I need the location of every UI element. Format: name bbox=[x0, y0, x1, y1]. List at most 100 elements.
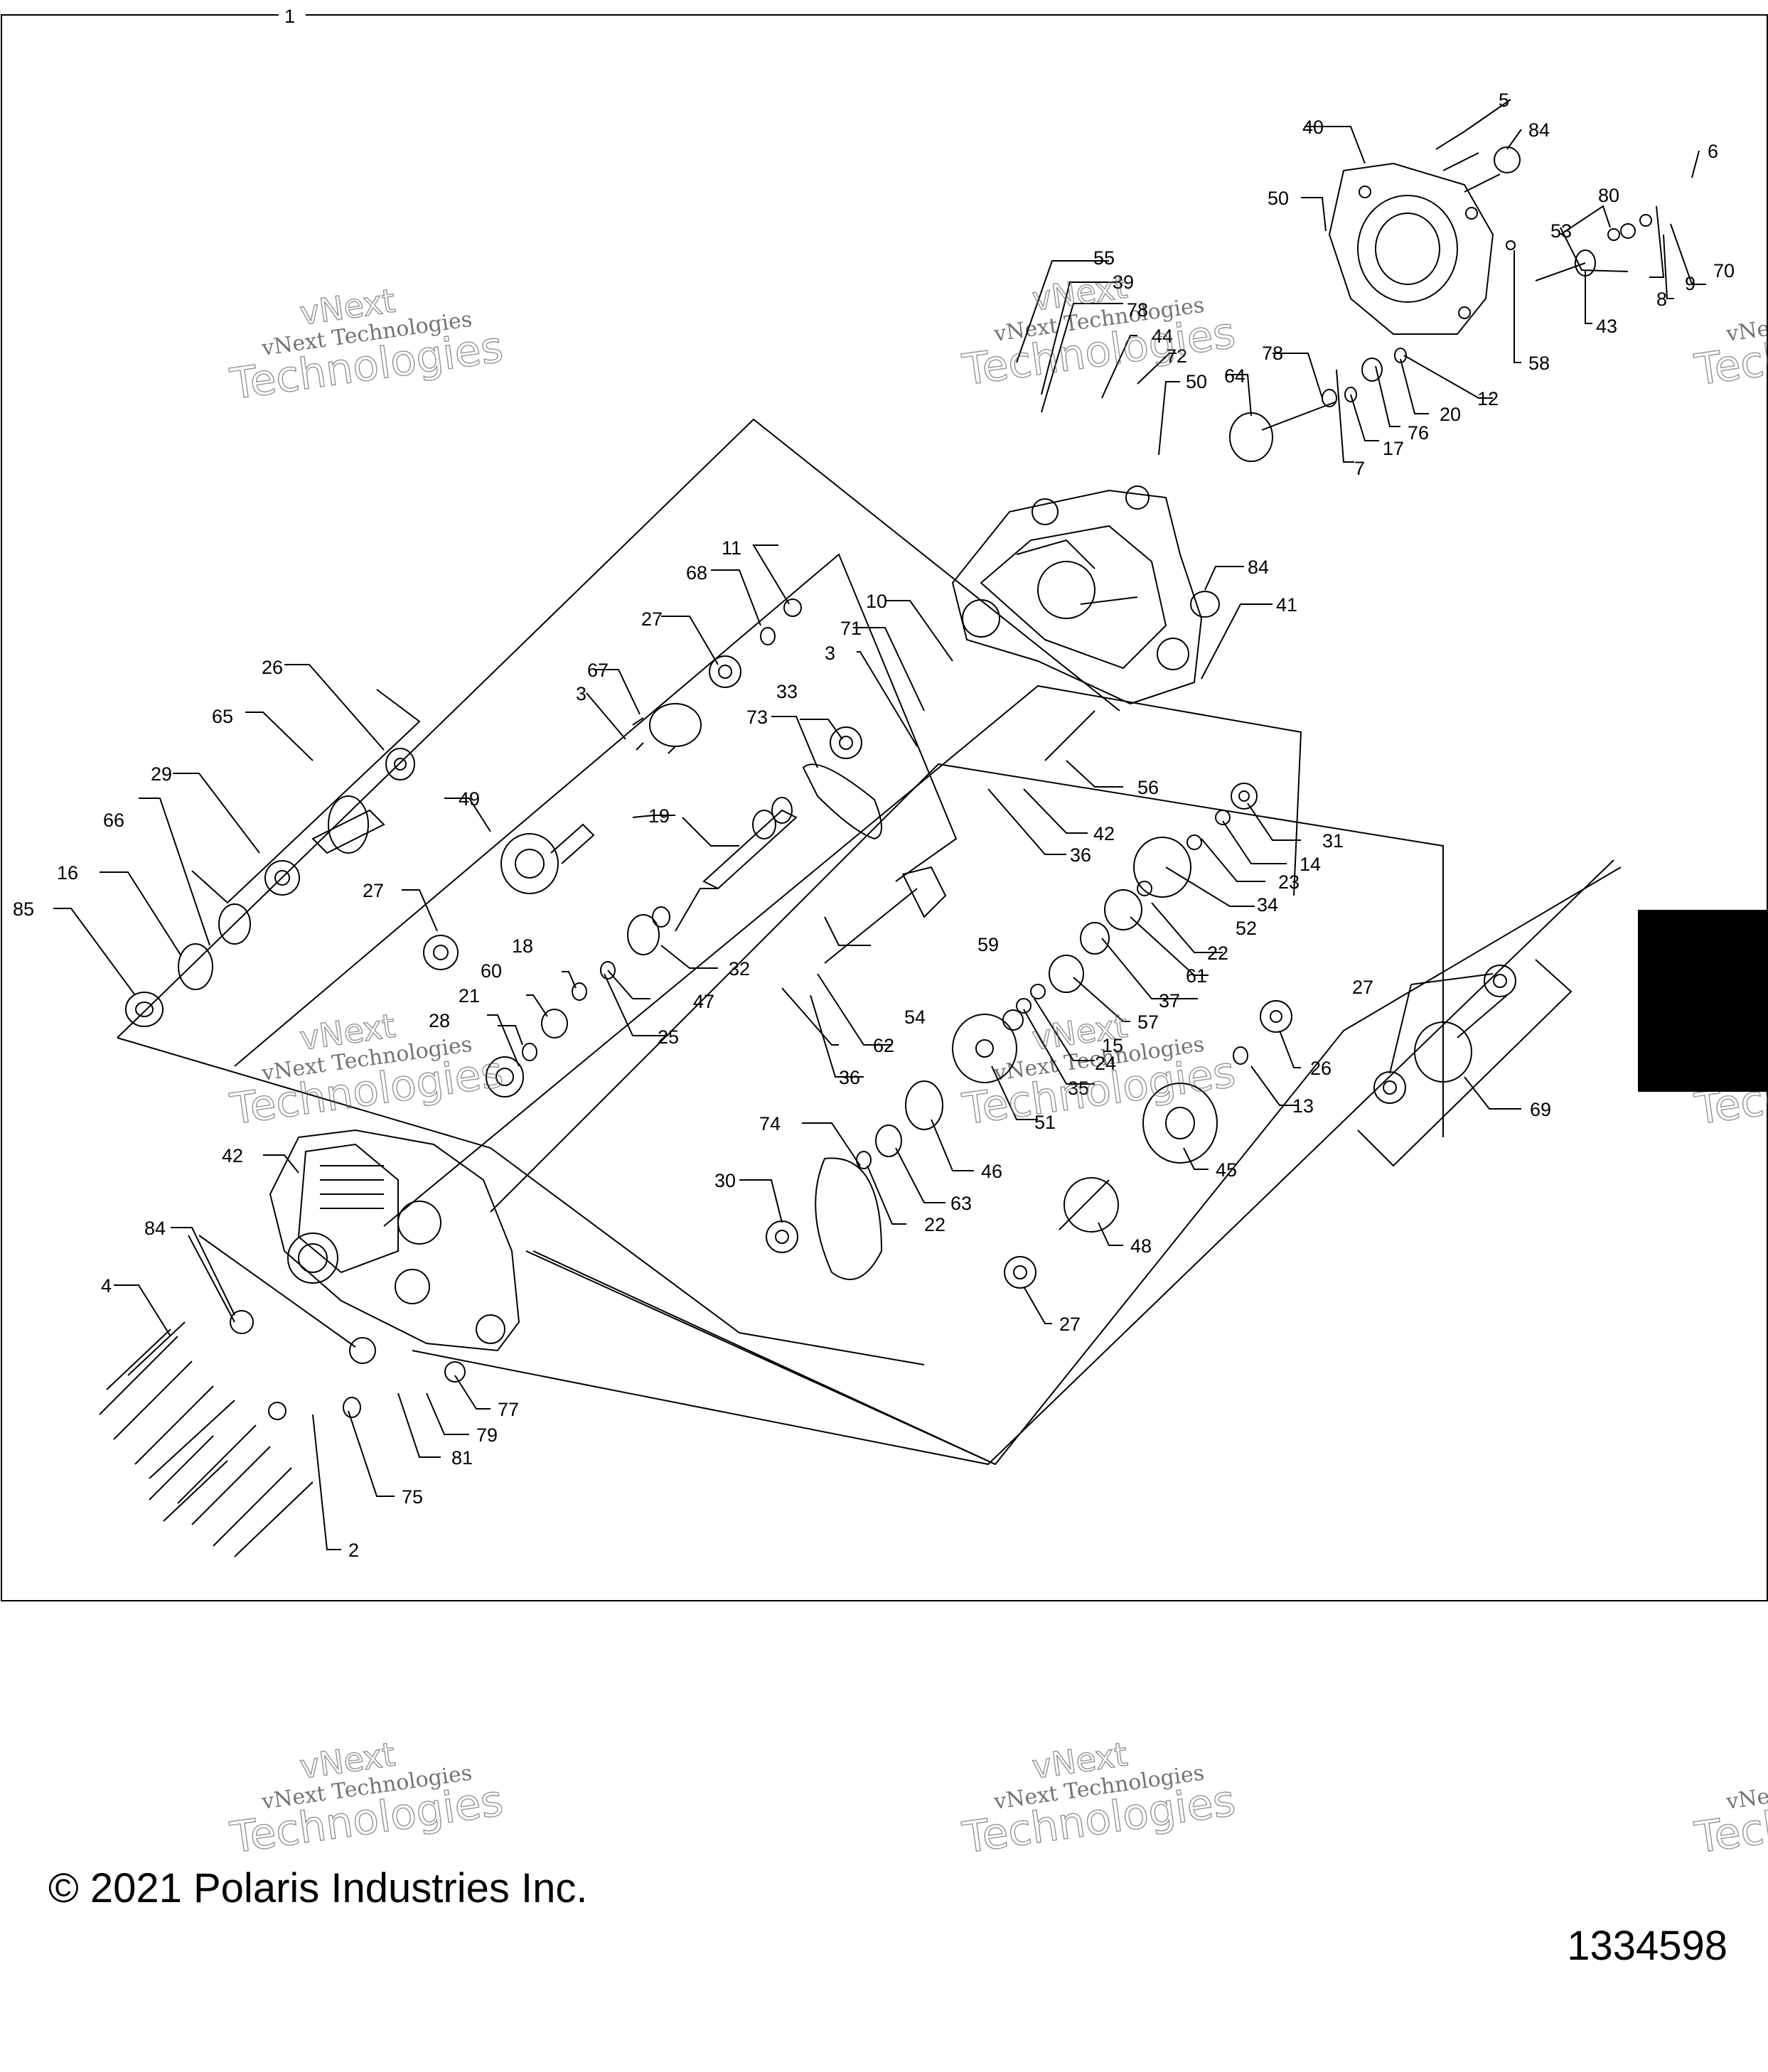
cluster-70-bracket bbox=[1357, 959, 1573, 1167]
callout-26-a: 26 bbox=[262, 657, 283, 678]
callout-51: 50 bbox=[1186, 371, 1207, 392]
lower-assembly-outline bbox=[383, 685, 1302, 1227]
callout-2: 2 bbox=[348, 1540, 359, 1561]
callout-46: 45 bbox=[1216, 1159, 1237, 1181]
assembly-outlines bbox=[117, 418, 1622, 1466]
callout-44: 43 bbox=[1596, 316, 1617, 337]
shift-fork-60 bbox=[901, 866, 947, 918]
cluster-gear-70 bbox=[1414, 1021, 1472, 1083]
output-shaft-outline bbox=[117, 418, 1120, 1038]
gear-47 bbox=[905, 1080, 943, 1130]
callout-18: 18 bbox=[512, 935, 533, 957]
callout-32: 32 bbox=[729, 958, 750, 979]
callout-27-a: 27 bbox=[641, 608, 663, 630]
watermark-5: vNext vNext Technologies Technologies bbox=[959, 1006, 1239, 1135]
callout-60: 59 bbox=[977, 934, 999, 955]
callout-36-a: 36 bbox=[1070, 844, 1091, 866]
callout-19: 19 bbox=[648, 805, 670, 827]
callout-43: 42 bbox=[1093, 823, 1115, 844]
rear-cover bbox=[1328, 162, 1494, 335]
belt-75 bbox=[815, 1157, 883, 1280]
gear-53 bbox=[1133, 837, 1191, 898]
callout-10: 10 bbox=[866, 591, 887, 612]
callout-68: 67 bbox=[587, 660, 609, 681]
callout-57: 56 bbox=[1137, 777, 1159, 798]
callout-17: 17 bbox=[1383, 438, 1404, 459]
callout-3-a: 3 bbox=[825, 643, 835, 664]
shift-rod-55 bbox=[824, 888, 918, 964]
section-tab bbox=[1638, 910, 1768, 1092]
callout-79: 78 bbox=[1262, 343, 1283, 364]
callout-14: 14 bbox=[1300, 854, 1321, 875]
callout-30: 30 bbox=[714, 1170, 736, 1191]
shaft-parts bbox=[311, 249, 1596, 1280]
transmission-case-center bbox=[951, 485, 1203, 705]
bottom-assembly-outline bbox=[525, 866, 1622, 1466]
callout-62: 61 bbox=[1186, 965, 1207, 987]
callout-69: 68 bbox=[686, 562, 707, 584]
bracket-26 bbox=[191, 689, 421, 904]
gear-65 bbox=[1229, 412, 1273, 462]
callout-85-mid: 84 bbox=[1248, 557, 1269, 578]
callout-42: 42 bbox=[222, 1145, 243, 1166]
callout-64: 63 bbox=[950, 1193, 972, 1214]
drawing-number: 1334598 bbox=[1567, 1923, 1727, 1969]
callout-49: 48 bbox=[1130, 1235, 1152, 1257]
callout-71: 70 bbox=[1713, 260, 1735, 281]
callout-27-b: 27 bbox=[363, 880, 384, 901]
watermark-9: vNext Technologies Technologies bbox=[1691, 1761, 1768, 1864]
callout-47: 46 bbox=[981, 1161, 1002, 1182]
fasteners bbox=[99, 131, 1501, 1557]
frame-label-backdrop bbox=[279, 4, 306, 26]
callout-53: 52 bbox=[1236, 918, 1257, 939]
callout-3-b: 3 bbox=[576, 683, 586, 704]
callout-21: 21 bbox=[459, 985, 480, 1007]
callout-72: 71 bbox=[840, 618, 862, 639]
output-gear bbox=[328, 795, 369, 854]
callout-65: 64 bbox=[1224, 365, 1245, 387]
case-outline bbox=[117, 1037, 925, 1365]
reverse-assembly-outline bbox=[490, 763, 1444, 1213]
shaft-19 bbox=[702, 809, 798, 890]
callout-4: 4 bbox=[101, 1275, 112, 1297]
callout-79-a: 78 bbox=[1127, 299, 1148, 321]
gear-48 bbox=[627, 914, 660, 955]
left-case-half bbox=[269, 1129, 520, 1352]
shaft-44 bbox=[1535, 262, 1586, 281]
callout-13: 13 bbox=[1292, 1095, 1314, 1117]
gear-49 bbox=[1064, 1177, 1119, 1233]
callout-54: 53 bbox=[1550, 220, 1572, 242]
callout-61: 60 bbox=[481, 960, 502, 982]
watermark-4: vNext vNext Technologies Technologies bbox=[227, 1006, 507, 1135]
primary-shaft-outline bbox=[234, 553, 958, 1067]
idler-outline bbox=[412, 859, 1614, 1466]
callout-22-b: 22 bbox=[924, 1214, 945, 1235]
callout-50: 49 bbox=[459, 788, 480, 810]
callout-34: 34 bbox=[1257, 894, 1278, 916]
callout-39: 39 bbox=[1113, 272, 1134, 293]
callout-37: 37 bbox=[1159, 990, 1180, 1011]
callout-25: 25 bbox=[658, 1026, 679, 1048]
callout-74: 73 bbox=[746, 707, 768, 728]
callout-48: 47 bbox=[693, 991, 714, 1012]
callout-84: 85 bbox=[13, 898, 34, 920]
callout-8: 8 bbox=[1656, 289, 1667, 310]
callout-67: 66 bbox=[103, 810, 124, 831]
callout-77: 76 bbox=[1408, 422, 1429, 444]
callout-24: 24 bbox=[1095, 1053, 1116, 1074]
callout-12: 12 bbox=[1477, 388, 1499, 409]
callout-11: 11 bbox=[722, 537, 741, 559]
frame-label: 1 bbox=[284, 6, 295, 27]
callout-80: 79 bbox=[476, 1424, 498, 1446]
callout-33: 33 bbox=[776, 681, 798, 702]
callout-23: 23 bbox=[1278, 871, 1300, 893]
callout-5: 5 bbox=[1499, 90, 1509, 111]
callout-75: 74 bbox=[759, 1113, 781, 1134]
callout-35: 35 bbox=[1068, 1078, 1089, 1099]
watermarks: vNext vNext Technologies Technologies vN… bbox=[227, 267, 1768, 1864]
callout-76: 75 bbox=[402, 1486, 423, 1508]
callout-27-c: 27 bbox=[1352, 977, 1373, 998]
belt-74 bbox=[802, 763, 882, 840]
callout-15: 15 bbox=[1102, 1035, 1123, 1056]
